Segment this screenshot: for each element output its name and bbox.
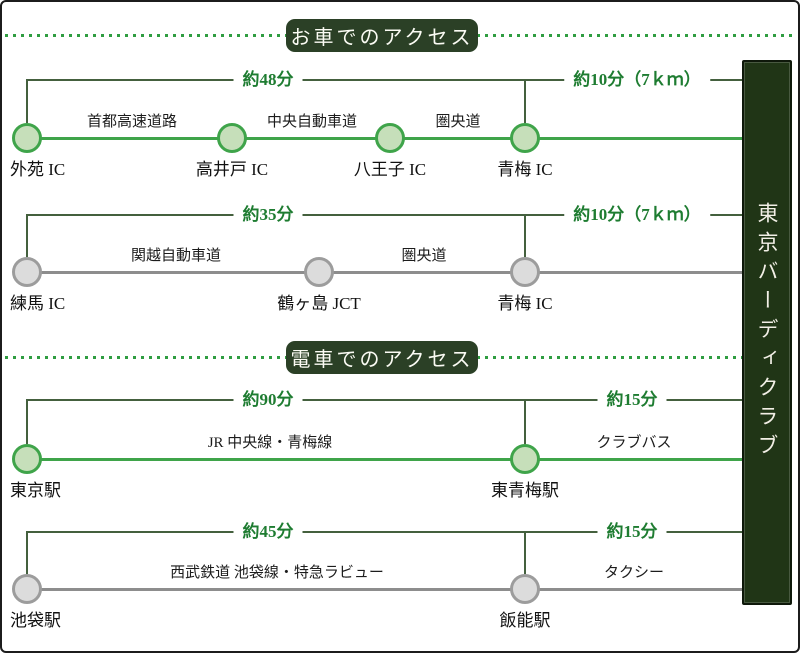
time-label: 約35分 [233,204,303,226]
segment-label: 西武鉄道 池袋線・特急ラビュー [170,565,384,581]
time-label: 約15分 [597,389,667,411]
route-line [27,588,742,591]
time-label: 約10分（7ｋｍ） [564,204,710,226]
final-mode-label: タクシー [603,565,665,581]
stop-label: 外苑 IC [10,160,66,179]
stop-node [217,123,247,153]
stop-node [12,574,42,604]
time-label: 約45分 [233,521,303,543]
stop-node [375,123,405,153]
final-mode-label: クラブバス [596,435,672,451]
segment-label: JR 中央線・青梅線 [207,435,333,451]
connector-line [26,532,28,574]
car-section-title: お車でのアクセス [290,27,474,49]
time-bracket-line [26,399,742,401]
car-section-badge: お車でのアクセス [286,19,478,52]
connector-line [26,215,28,257]
segment-label: 圏央道 [401,248,447,264]
stop-label: 八王子 IC [353,160,427,179]
segment-label: 圏央道 [435,114,481,130]
connector-line [524,80,526,123]
segment-label: 関越自動車道 [130,248,222,264]
stop-node [510,574,540,604]
stop-node [510,123,540,153]
stop-node [12,257,42,287]
route-line [27,458,742,461]
segment-label: 中央自動車道 [266,114,358,130]
stop-label: 高井戸 IC [195,160,269,179]
train-section-title: 電車でのアクセス [290,349,474,371]
stop-node [510,444,540,474]
connector-line [26,80,28,123]
stop-label: 青梅 IC [497,294,553,313]
time-label: 約48分 [233,69,303,91]
stop-label: 青梅 IC [497,160,553,179]
segment-label: 首都高速道路 [86,114,178,130]
stop-node [510,257,540,287]
train-section-badge: 電車でのアクセス [286,341,478,374]
route-line [27,271,742,274]
stop-node [12,123,42,153]
stop-label: 東青梅駅 [491,481,559,500]
stop-label: 飯能駅 [499,611,551,630]
connector-line [26,400,28,444]
time-bracket-line [26,214,742,216]
stop-label: 練馬 IC [10,294,66,313]
stop-label: 鶴ヶ島 JCT [277,294,361,313]
time-label: 約15分 [597,521,667,543]
stop-label: 池袋駅 [10,611,61,630]
time-bracket-line [26,531,742,533]
connector-line [524,400,526,444]
connector-line [524,215,526,257]
stop-label: 東京駅 [10,481,61,500]
stop-node [304,257,334,287]
time-bracket-line [26,79,742,81]
stop-node [12,444,42,474]
destination-label: 東京バーディクラブ [755,202,779,463]
connector-line [524,532,526,574]
time-label: 約10分（7ｋｍ） [564,69,710,91]
time-label: 約90分 [233,389,303,411]
destination-banner: 東京バーディクラブ [742,60,792,605]
